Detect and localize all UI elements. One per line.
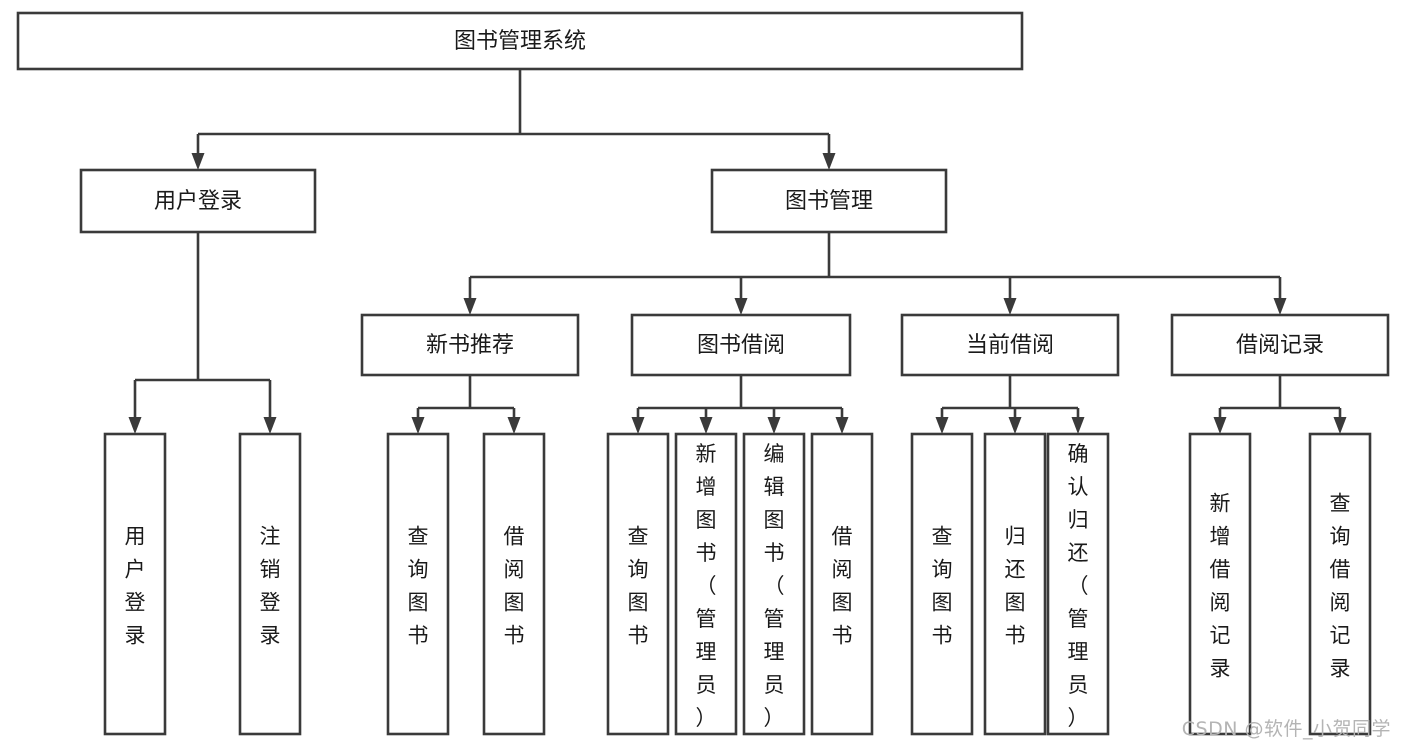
node-box-leaf-query-book-rec <box>386 432 450 736</box>
node-box-leaf-user-logout <box>238 432 302 736</box>
arrow-head-icon <box>463 298 477 315</box>
node-label-user-login: 用户登录 <box>154 189 242 214</box>
node-box-leaf-user-login <box>103 432 167 736</box>
arrow-head-icon <box>734 298 748 315</box>
node-label-borrow-record: 借阅记录 <box>1236 333 1324 358</box>
node-box-leaf-borrow-book-bor <box>810 432 874 736</box>
node-box-current-borrow <box>900 313 1120 377</box>
node-box-leaf-return-book <box>983 432 1047 736</box>
node-label-root: 图书管理系统 <box>454 29 586 54</box>
arrow-head-icon <box>1213 417 1227 434</box>
node-box-leaf-add-book <box>674 432 738 736</box>
node-label-leaf-user-logout: 注销登录 <box>260 525 281 648</box>
arrow-head-icon <box>699 417 713 434</box>
arrow-head-icon <box>507 417 521 434</box>
node-label-leaf-return-book: 归还图书 <box>1005 525 1026 648</box>
node-leaf-borrow-book-rec[interactable]: 借阅图书 <box>482 432 546 736</box>
node-box-leaf-query-record <box>1308 432 1372 736</box>
arrow-head-icon <box>128 417 142 434</box>
node-box-root <box>16 11 1024 71</box>
node-leaf-add-book[interactable]: 新增图书（管理员） <box>674 432 738 736</box>
node-box-book-manage <box>710 168 948 234</box>
arrow-head-icon <box>191 153 205 170</box>
arrow-head-icon <box>1273 298 1287 315</box>
node-leaf-borrow-book-bor[interactable]: 借阅图书 <box>810 432 874 736</box>
arrow-head-icon <box>935 417 949 434</box>
arrow-head-icon <box>1071 417 1085 434</box>
node-borrow-record[interactable]: 借阅记录 <box>1170 313 1390 377</box>
node-box-leaf-add-record <box>1188 432 1252 736</box>
node-box-borrow-record <box>1170 313 1390 377</box>
node-label-leaf-query-record: 查询借阅记录 <box>1330 492 1351 681</box>
arrow-head-icon <box>411 417 425 434</box>
node-label-leaf-borrow-book-bor: 借阅图书 <box>832 525 853 648</box>
node-leaf-confirm-return[interactable]: 确认归还（管理员） <box>1046 432 1110 736</box>
node-box-user-login <box>79 168 317 234</box>
arrow-head-icon <box>1008 417 1022 434</box>
node-label-current-borrow: 当前借阅 <box>966 333 1054 358</box>
node-leaf-query-book-bor[interactable]: 查询图书 <box>606 432 670 736</box>
node-label-leaf-query-book-bor: 查询图书 <box>628 525 649 648</box>
node-label-leaf-borrow-book-rec: 借阅图书 <box>504 525 525 648</box>
node-book-manage[interactable]: 图书管理 <box>710 168 948 234</box>
connector-layer <box>128 69 1347 434</box>
arrow-head-icon <box>631 417 645 434</box>
node-user-login[interactable]: 用户登录 <box>79 168 317 234</box>
node-leaf-query-book-rec[interactable]: 查询图书 <box>386 432 450 736</box>
node-label-book-borrow: 图书借阅 <box>697 333 785 358</box>
node-box-leaf-query-book-cur <box>910 432 974 736</box>
node-box-new-book-recommend <box>360 313 580 377</box>
node-label-leaf-query-book-rec: 查询图书 <box>408 525 429 648</box>
node-leaf-edit-book[interactable]: 编辑图书（管理员） <box>742 432 806 736</box>
node-box-book-borrow <box>630 313 852 377</box>
node-root[interactable]: 图书管理系统 <box>16 11 1024 71</box>
node-label-leaf-add-record: 新增借阅记录 <box>1210 492 1231 681</box>
node-box-leaf-confirm-return <box>1046 432 1110 736</box>
node-label-new-book-recommend: 新书推荐 <box>426 333 514 358</box>
csdn-watermark: CSDN @软件_小贺同学 <box>1181 718 1391 740</box>
node-box-leaf-edit-book <box>742 432 806 736</box>
node-leaf-user-logout[interactable]: 注销登录 <box>238 432 302 736</box>
node-box-leaf-query-book-bor <box>606 432 670 736</box>
arrow-head-icon <box>263 417 277 434</box>
node-leaf-return-book[interactable]: 归还图书 <box>983 432 1047 736</box>
node-label-leaf-confirm-return: 确认归还（管理员） <box>1068 442 1089 730</box>
node-leaf-user-login[interactable]: 用户登录 <box>103 432 167 736</box>
node-label-leaf-add-book: 新增图书（管理员） <box>696 442 717 730</box>
arrow-head-icon <box>1333 417 1347 434</box>
node-label-book-manage: 图书管理 <box>785 189 873 214</box>
node-label-leaf-edit-book: 编辑图书（管理员） <box>764 442 785 730</box>
node-book-borrow[interactable]: 图书借阅 <box>630 313 852 377</box>
arrow-head-icon <box>835 417 849 434</box>
node-leaf-add-record[interactable]: 新增借阅记录 <box>1188 432 1252 736</box>
node-leaf-query-book-cur[interactable]: 查询图书 <box>910 432 974 736</box>
arrow-head-icon <box>1003 298 1017 315</box>
node-current-borrow[interactable]: 当前借阅 <box>900 313 1120 377</box>
node-label-leaf-query-book-cur: 查询图书 <box>932 525 953 648</box>
node-layer: 图书管理系统用户登录图书管理新书推荐图书借阅当前借阅借阅记录用户登录注销登录查询… <box>16 11 1390 736</box>
node-label-leaf-user-login: 用户登录 <box>125 525 146 648</box>
arrow-head-icon <box>822 153 836 170</box>
node-leaf-query-record[interactable]: 查询借阅记录 <box>1308 432 1372 736</box>
node-new-book-recommend[interactable]: 新书推荐 <box>360 313 580 377</box>
node-box-leaf-borrow-book-rec <box>482 432 546 736</box>
arrow-head-icon <box>767 417 781 434</box>
